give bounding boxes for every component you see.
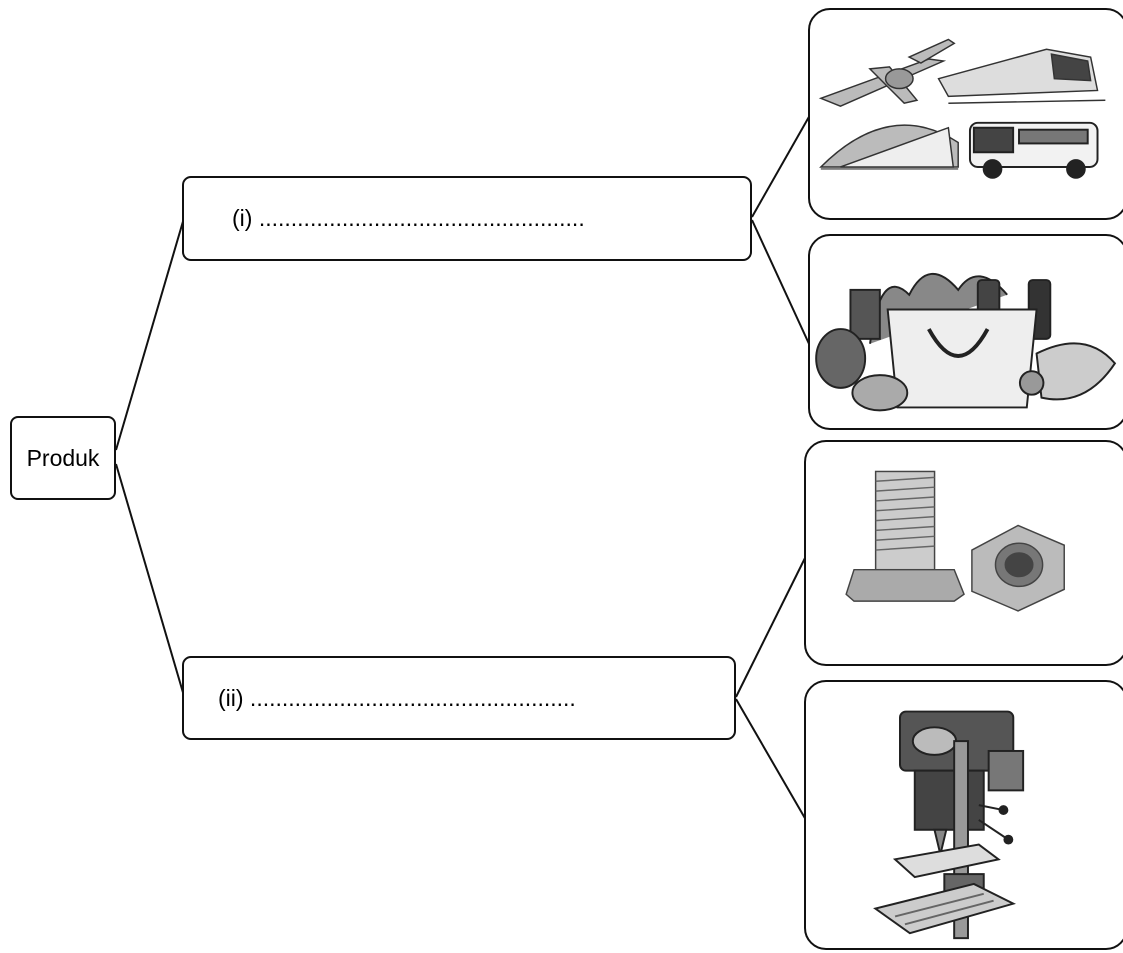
bolt-and-nut-icon [845,470,1065,612]
drill-press-machine-icon [873,710,1025,940]
connector-branch-ii-to-bolt [735,555,807,698]
connector-branch-i-to-groceries [751,219,811,347]
connector-branch-i-to-transport [751,114,811,218]
branch-i-label: (i) ....................................… [232,205,585,231]
drill-press-image-box [804,680,1123,950]
bolt-nut-image-box [804,440,1123,666]
groceries-bag-icon [815,272,1117,412]
groceries-image-box [808,234,1123,430]
branch-ii-label: (ii) ...................................… [218,684,576,711]
root-node-produk: Produk [10,416,116,500]
transport-vehicles-icon [818,38,1106,179]
branch-node-i: (i) ....................................… [182,176,752,261]
transport-image-box [808,8,1123,220]
branch-node-ii: (ii) ...................................… [182,656,736,740]
connector-root-to-branch-i [115,217,185,451]
root-label: Produk [26,444,100,471]
connector-root-to-branch-ii [115,463,185,697]
connector-branch-ii-to-drill [735,698,807,821]
